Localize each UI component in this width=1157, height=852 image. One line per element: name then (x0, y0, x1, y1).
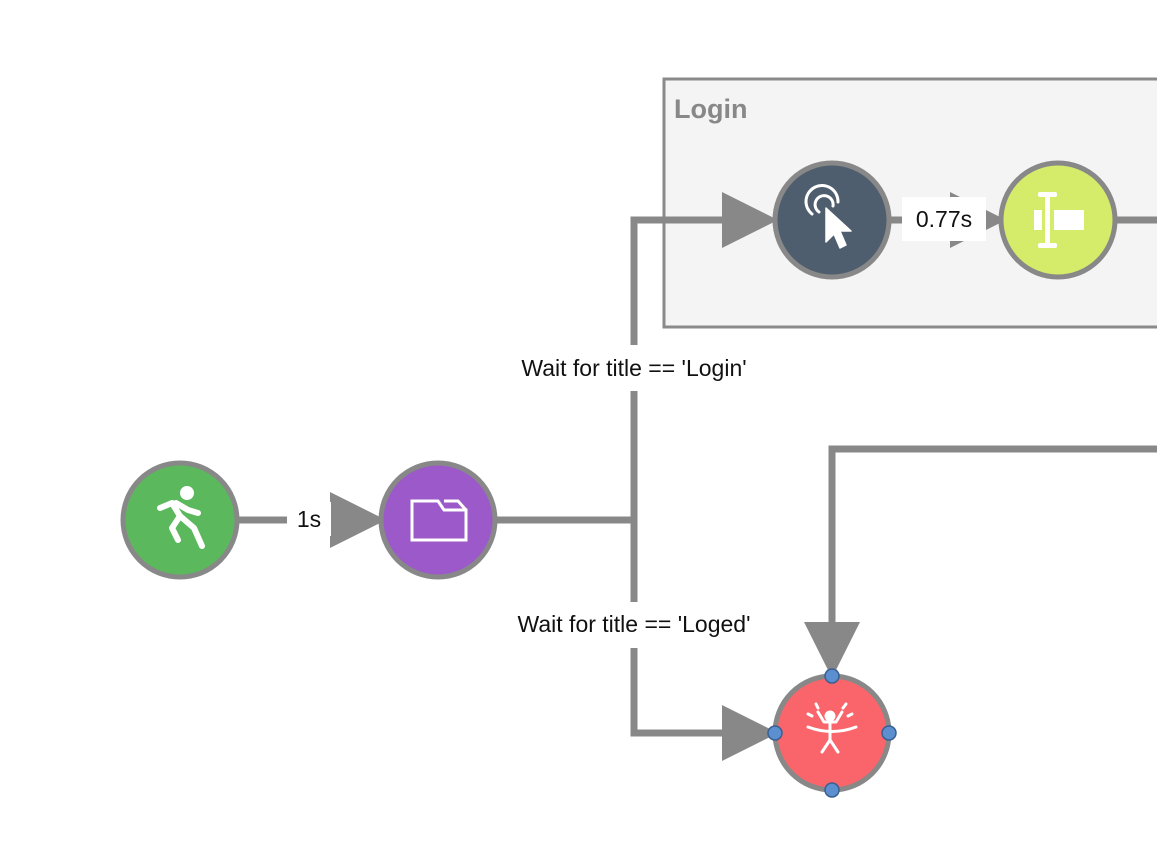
handle-right[interactable] (881, 725, 897, 741)
node-finish[interactable] (767, 668, 897, 798)
handle-left[interactable] (767, 725, 783, 741)
text-cursor-input-icon (1034, 192, 1084, 248)
folder-icon (410, 499, 468, 542)
edge-label-bg-077s (902, 197, 986, 241)
edge-branch-to-click[interactable] (630, 192, 778, 520)
node-start[interactable] (120, 460, 240, 580)
edge-label-delay-1s: 1s (297, 506, 321, 532)
node-open[interactable] (378, 460, 498, 580)
group-title: Login (674, 94, 747, 124)
edge-label-wait-login: Wait for title == 'Login' (521, 355, 746, 381)
edge-branch-to-finish[interactable] (630, 520, 778, 761)
handle-top[interactable] (824, 668, 840, 684)
finish-line-icon (806, 702, 858, 754)
edge-loop-to-finish[interactable] (804, 445, 1157, 678)
edge-label-bg-wait-loged (492, 602, 778, 648)
running-person-icon (157, 486, 205, 549)
edge-labels: 1s 0.77s Wait for title == 'Login' Wait … (287, 197, 986, 648)
click-pointer-icon (804, 184, 852, 249)
handle-bottom[interactable] (824, 782, 840, 798)
connection-handles (767, 668, 897, 798)
node-click[interactable] (772, 160, 892, 280)
edge-label-bg-wait-login (496, 345, 776, 391)
edge-label-bg-1s (287, 502, 331, 536)
node-type[interactable] (998, 160, 1118, 280)
edge-label-delay-077s: 0.77s (916, 206, 972, 232)
edge-label-wait-loged: Wait for title == 'Loged' (518, 611, 751, 637)
